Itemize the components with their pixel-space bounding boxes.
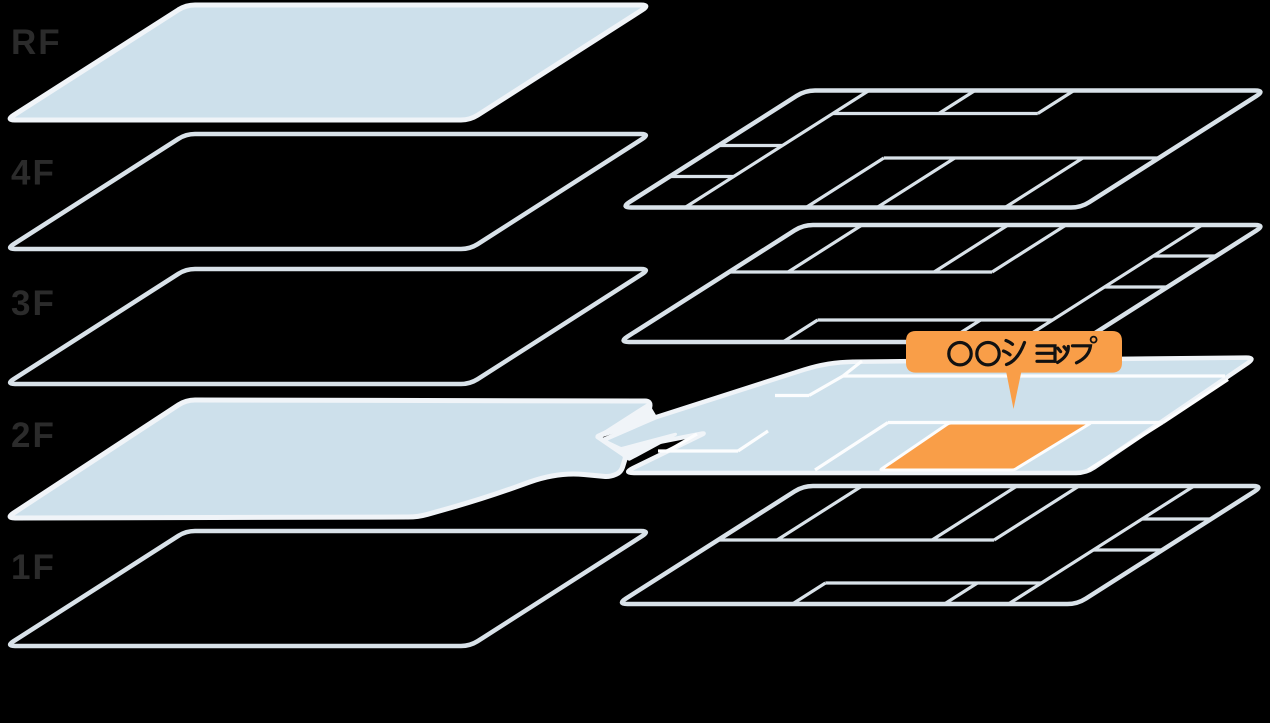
svg-text:1F: 1F	[11, 548, 56, 587]
svg-text:2F: 2F	[11, 416, 56, 455]
svg-text:4F: 4F	[11, 154, 56, 193]
svg-text:3F: 3F	[11, 284, 56, 323]
svg-text:RF: RF	[11, 23, 62, 62]
